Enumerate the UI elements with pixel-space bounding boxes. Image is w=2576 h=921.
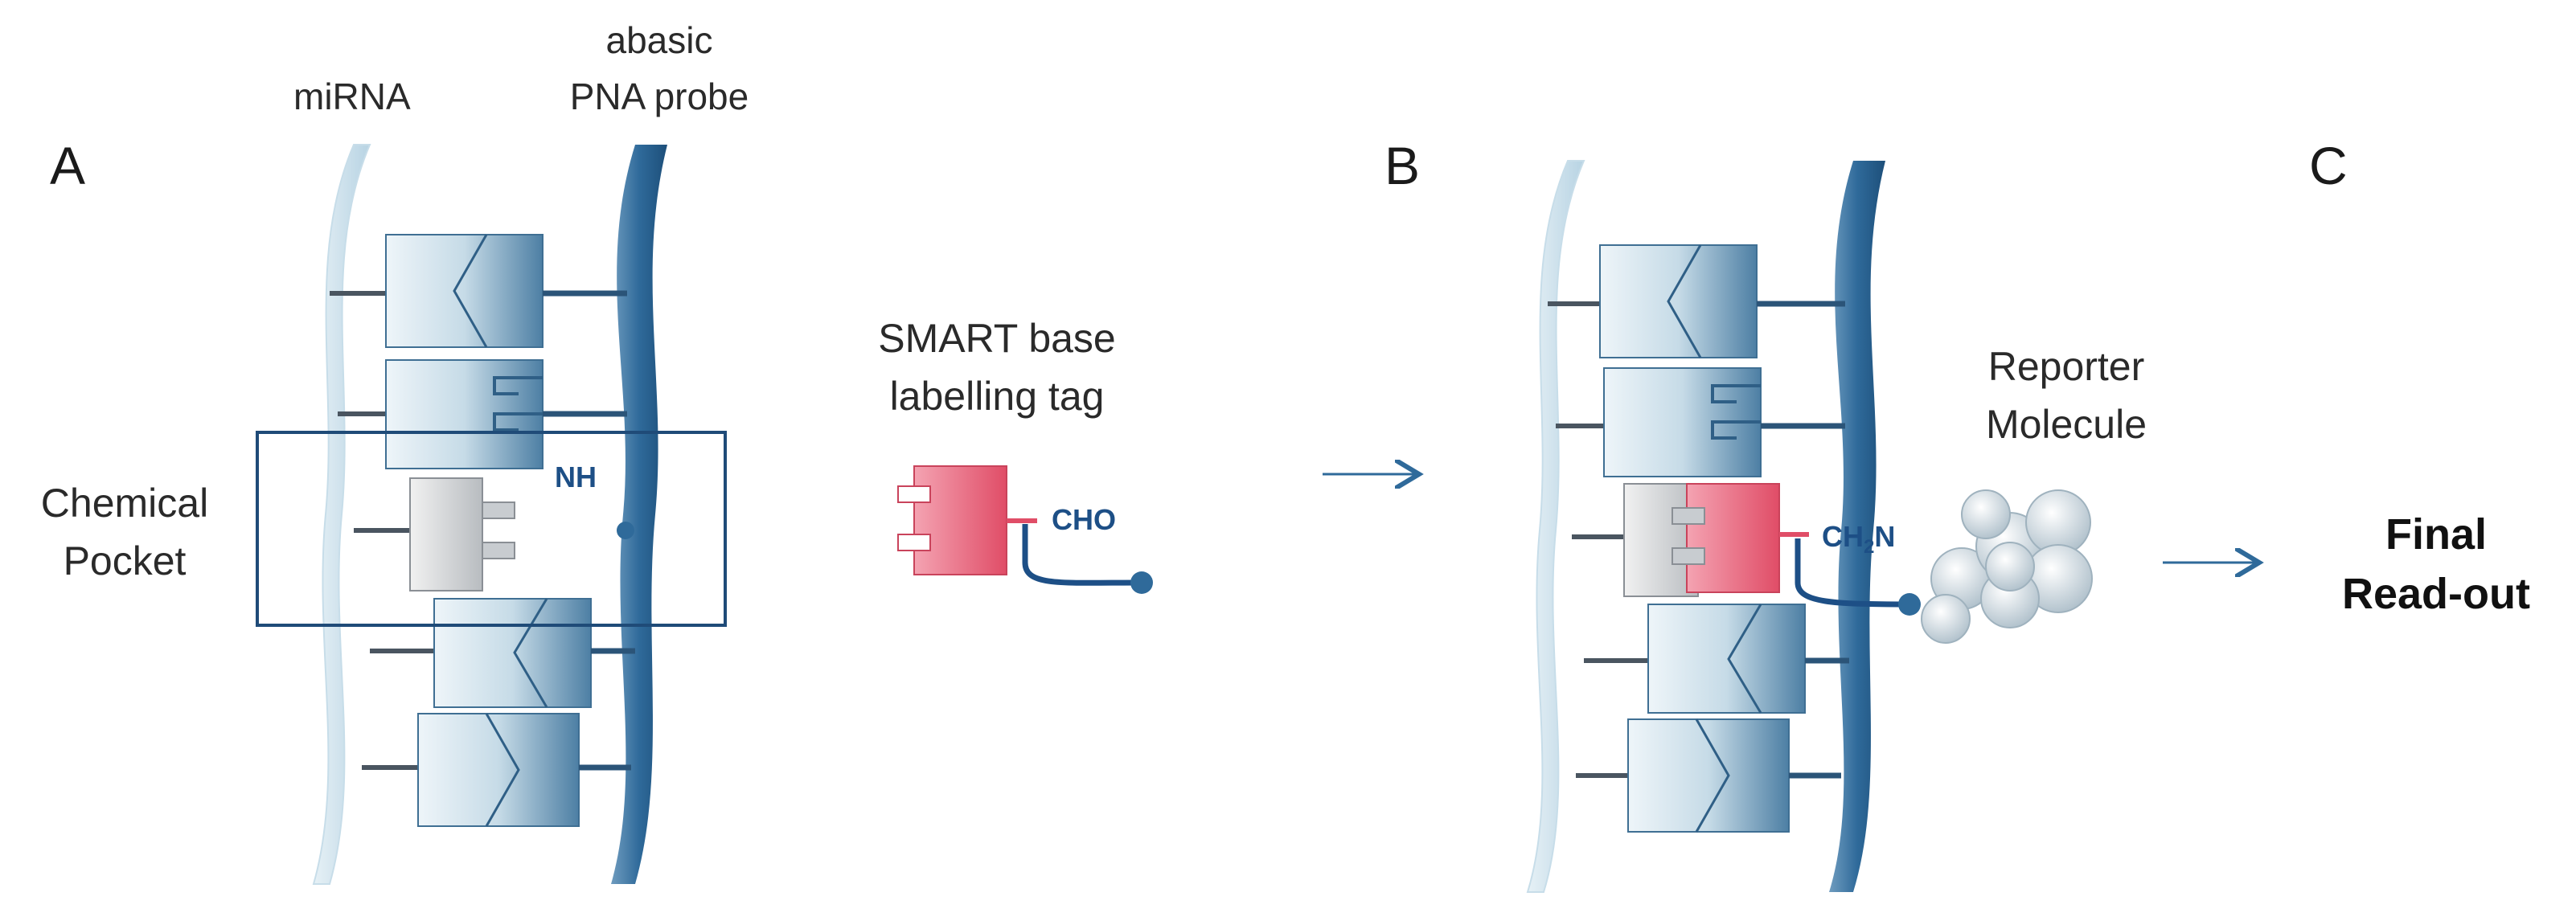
readout-line1: Final (2385, 510, 2487, 559)
linkage-end: N (1874, 520, 1896, 553)
base-pair-3-b (1584, 604, 1849, 714)
mirna-strand-a (312, 144, 371, 885)
probe-strand-b (1829, 161, 1885, 892)
base-pair-2 (338, 359, 627, 469)
smart-tag-line1: SMART base (878, 316, 1116, 361)
base-pair-3 (370, 598, 635, 708)
linkage-subscript: 2 (1864, 536, 1875, 559)
filled-pocket (1572, 483, 1921, 616)
mirna-strand-b (1526, 160, 1585, 893)
base-pair-4-b (1576, 718, 1841, 833)
panel-label-a: A (50, 136, 86, 195)
cho-group-label: CHO (1052, 503, 1116, 536)
pocket-label-line1: Chemical (40, 481, 209, 526)
reporter-label-line2: Molecule (1985, 402, 2147, 447)
ch2n-linkage-label: CH2N (1822, 520, 1895, 559)
probe-label-line1: abasic (605, 19, 713, 61)
panel-a-diagram (256, 144, 727, 885)
smart-tag-line2: labelling tag (889, 374, 1105, 419)
chemical-pocket-label: Chemical Pocket (12, 474, 237, 590)
abasic-site (354, 477, 634, 591)
reporter-label: Reporter Molecule (1938, 338, 2195, 453)
probe-strand-a (611, 145, 667, 884)
reporter-molecule-cloud (1921, 489, 2093, 644)
panel-b-diagram (1526, 160, 2093, 893)
nh-group-label: NH (555, 460, 597, 493)
linkage-main: CH (1822, 520, 1864, 553)
mirna-label: miRNA (293, 76, 411, 117)
smart-tag-label: SMART base labelling tag (844, 309, 1150, 425)
probe-label: abasic PNA probe (555, 12, 764, 125)
readout-line2: Read-out (2342, 570, 2530, 618)
pocket-label-line2: Pocket (63, 538, 187, 583)
final-readout-label: Final Read-out (2316, 505, 2557, 624)
probe-label-line2: PNA probe (569, 76, 749, 117)
base-pair-4 (362, 713, 631, 827)
panel-label-b: B (1384, 136, 1421, 195)
smart-tag-diagram (897, 465, 1153, 594)
reporter-label-line1: Reporter (1987, 344, 2145, 389)
base-pair-1-b (1548, 244, 1845, 358)
base-pair-1 (330, 234, 627, 348)
chemical-pocket-box (256, 431, 727, 627)
base-pair-2-b (1556, 367, 1845, 477)
panel-label-c: C (2309, 136, 2348, 195)
